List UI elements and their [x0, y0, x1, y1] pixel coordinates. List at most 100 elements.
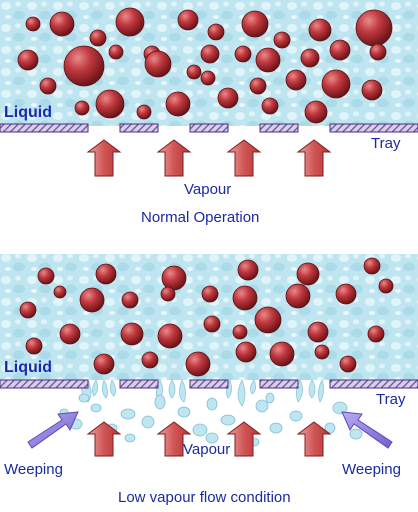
- liquid-droplet: [177, 406, 191, 418]
- vapour-bubble: [115, 7, 145, 37]
- liquid-label: Liquid: [4, 359, 52, 376]
- vapour-bubble: [160, 286, 176, 302]
- vapour-bubble: [200, 44, 220, 64]
- liquid-droplet: [90, 403, 102, 413]
- liquid-droplet: [289, 410, 303, 422]
- liquid-droplet: [154, 394, 166, 410]
- vapour-bubble: [285, 283, 311, 309]
- vapour-bubble: [249, 77, 267, 95]
- vapour-bubble: [321, 69, 351, 99]
- liquid-droplet: [332, 401, 348, 415]
- vapour-arrow: [156, 139, 192, 177]
- liquid-droplet: [349, 428, 363, 440]
- vapour-bubble: [161, 265, 187, 291]
- vapour-bubble: [95, 263, 117, 285]
- liquid-droplet: [324, 422, 336, 434]
- liquid-droplet: [255, 399, 269, 413]
- vapour-bubble: [255, 47, 281, 73]
- vapour-bubble: [120, 322, 144, 346]
- vapour-bubbles: [17, 7, 393, 124]
- vapour-bubble: [261, 97, 279, 115]
- vapour-bubbles: [19, 257, 394, 377]
- vapour-bubble: [296, 262, 320, 286]
- vapour-bubble: [234, 45, 252, 63]
- vapour-bubble: [141, 351, 159, 369]
- vapour-bubble: [19, 301, 37, 319]
- vapour-bubble: [300, 48, 320, 68]
- weeping-liquid-drips: [81, 378, 324, 407]
- vapour-bubble: [232, 324, 248, 340]
- liquid-droplet: [124, 433, 136, 443]
- vapour-bubble: [339, 355, 357, 373]
- vapour-bubble: [378, 278, 394, 294]
- vapour-bubble: [144, 50, 172, 78]
- vapour-bubble: [74, 100, 90, 116]
- tray-label: Tray: [371, 135, 401, 152]
- vapour-bubble: [237, 259, 259, 281]
- vapour-bubble: [241, 10, 269, 38]
- vapour-bubble: [157, 323, 183, 349]
- vapour-label: Vapour: [183, 441, 231, 458]
- vapour-bubble: [63, 45, 105, 87]
- vapour-bubble: [201, 285, 219, 303]
- vapour-bubble: [363, 257, 381, 275]
- vapour-bubble: [254, 306, 282, 334]
- vapour-bubble: [17, 49, 39, 71]
- vapour-bubble: [335, 283, 357, 305]
- liquid-droplet: [78, 393, 90, 403]
- caption-normal-operation: Normal Operation: [141, 209, 260, 226]
- vapour-bubble: [25, 16, 41, 32]
- vapour-bubble: [285, 69, 307, 91]
- liquid-droplet: [206, 397, 218, 411]
- tray-label: Tray: [376, 391, 406, 408]
- vapour-bubble: [53, 285, 67, 299]
- normal-operation-diagram: [0, 0, 418, 177]
- vapour-bubble: [203, 315, 221, 333]
- vapour-bubble: [355, 9, 393, 47]
- liquid-droplet: [120, 408, 136, 420]
- vapour-bubble: [304, 100, 328, 124]
- vapour-bubble: [269, 341, 295, 367]
- vapour-bubble: [136, 104, 152, 120]
- vapour-bubble: [207, 23, 225, 41]
- weeping-label-right: Weeping: [342, 461, 401, 478]
- vapour-bubble: [307, 321, 329, 343]
- liquid-droplet: [141, 415, 155, 429]
- liquid-droplet: [192, 423, 208, 437]
- vapour-bubble: [185, 351, 211, 377]
- liquid-droplet: [220, 414, 236, 426]
- vapour-bubble: [217, 87, 239, 109]
- vapour-bubble: [95, 89, 125, 119]
- vapour-bubble: [329, 39, 351, 61]
- vapour-arrows: [86, 139, 332, 177]
- weeping-arrow-right: [341, 411, 393, 449]
- tray: [0, 123, 418, 133]
- weeping-label-left: Weeping: [4, 461, 63, 478]
- vapour-bubble: [186, 64, 202, 80]
- liquid-droplet: [265, 392, 275, 404]
- vapour-label: Vapour: [184, 181, 232, 198]
- vapour-bubble: [308, 18, 332, 42]
- liquid-label: Liquid: [4, 104, 52, 121]
- vapour-bubble: [108, 44, 124, 60]
- vapour-bubble: [37, 267, 55, 285]
- normal-operation-panel: Liquid Tray Vapour Normal Operation: [0, 0, 418, 250]
- vapour-arrow: [86, 421, 122, 457]
- vapour-arrows: [86, 421, 332, 457]
- vapour-bubble: [25, 337, 43, 355]
- vapour-bubble: [177, 9, 199, 31]
- vapour-arrow: [296, 421, 332, 457]
- vapour-bubble: [39, 77, 57, 95]
- liquid-droplet: [269, 422, 283, 434]
- vapour-bubble: [59, 323, 81, 345]
- liquid-droplet: [205, 432, 219, 444]
- vapour-arrow: [226, 421, 262, 457]
- vapour-bubble: [367, 325, 385, 343]
- vapour-bubble: [93, 353, 115, 375]
- caption-low-vapour-flow: Low vapour flow condition: [118, 489, 291, 506]
- vapour-bubble: [89, 29, 107, 47]
- vapour-arrow: [86, 139, 122, 177]
- tray: [0, 379, 418, 389]
- vapour-arrow: [226, 139, 262, 177]
- vapour-bubble: [369, 43, 387, 61]
